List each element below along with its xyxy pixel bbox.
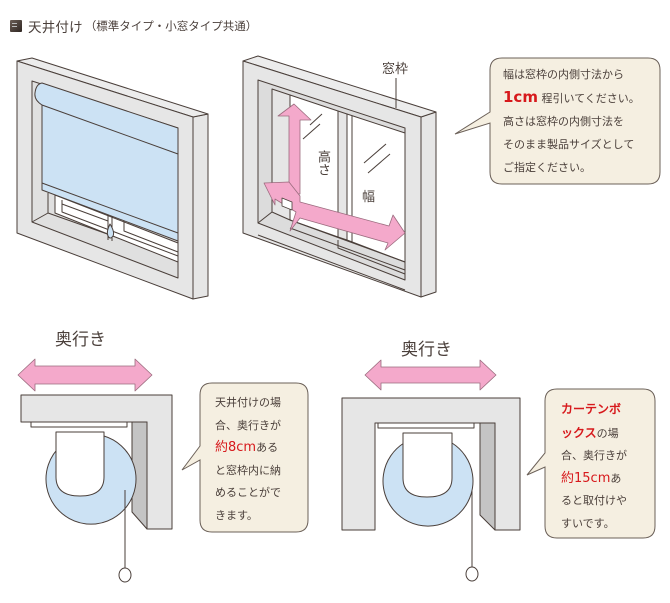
depth-arrow-left xyxy=(17,358,153,392)
top-bubble-line: 幅は窓枠の内側寸法から xyxy=(503,63,640,86)
text-segment: 幅は窓枠の内側寸法から xyxy=(503,68,624,81)
highlight-segment: カーテンボ xyxy=(561,402,622,416)
window-frame-measure-diagram xyxy=(242,55,437,298)
text-segment: ある xyxy=(256,441,279,454)
right-bubble-line: ックスの場 xyxy=(561,422,627,446)
left-bubble-text: 天井付けの場合、奥行きが約8cmあると窓枠内に納めることができます。 xyxy=(215,392,281,527)
text-segment: そのまま製品サイズとして xyxy=(503,138,635,151)
heading-title: 天井付け xyxy=(28,20,83,36)
left-bubble-line: 天井付けの場 xyxy=(215,392,281,415)
pull-knob xyxy=(106,223,115,239)
right-bubble-text: カーテンボックスの場合、奥行きが約15cmあると取付けやすいです。 xyxy=(561,398,627,535)
text-segment: あ xyxy=(610,471,622,485)
text-segment: 天井付けの場 xyxy=(215,396,281,409)
top-bubble-line: ご指定ください。 xyxy=(503,156,640,179)
highlight-segment: 約8cm xyxy=(215,440,257,455)
highlight-segment: ックス xyxy=(561,425,597,440)
text-segment: 合、奥行きが xyxy=(215,418,281,432)
left-callout-bubble xyxy=(181,382,309,533)
height-label: 高さ xyxy=(315,150,330,176)
pull-ring-2 xyxy=(465,566,479,582)
right-bubble-line: 約15cmあ xyxy=(561,468,627,491)
bracket-cup-2 xyxy=(402,432,453,498)
depth-arrow-right xyxy=(364,359,497,391)
right-bubble-line: カーテンボ xyxy=(561,398,627,422)
left-bubble-line: めることがで xyxy=(215,482,281,505)
mount-bracket-2 xyxy=(377,422,475,429)
right-bubble-line: すいです。 xyxy=(561,513,627,536)
top-bubble-line: そのまま製品サイズとして xyxy=(503,133,640,156)
width-arrow xyxy=(263,181,406,251)
width-label: 幅 xyxy=(362,190,376,205)
top-bubble-line: 高さは窓枠の内側寸法を xyxy=(503,110,640,133)
ceiling-mount-section xyxy=(17,358,173,583)
text-segment: 高さは窓枠の内側寸法を xyxy=(503,115,624,128)
dimension-arrows xyxy=(263,103,406,251)
section-heading: 天井付け （標準タイプ・小窓タイプ共通） xyxy=(10,16,257,36)
text-segment: の場 xyxy=(596,426,619,440)
text-segment: と窓枠内に納 xyxy=(215,463,281,477)
left-bubble-line: きます。 xyxy=(215,505,281,528)
text-segment: すいです。 xyxy=(561,516,615,530)
pull-ring xyxy=(118,567,132,583)
top-bubble-text: 幅は窓枠の内側寸法から 1cm 程引いてください。高さは窓枠の内側寸法をそのまま製… xyxy=(503,63,640,179)
curtain-box-section xyxy=(341,359,521,582)
left-bubble-line: と窓枠内に納 xyxy=(215,460,281,483)
left-bubble-line: 約8cmある xyxy=(215,437,281,460)
depth-label-left: 奥行き xyxy=(55,330,106,350)
text-segment: めることがで xyxy=(215,486,281,499)
curtain-box-inner-face xyxy=(479,422,496,531)
depth-label-right: 奥行き xyxy=(401,340,452,360)
right-callout-bubble xyxy=(526,388,656,539)
heading-subtitle: （標準タイプ・小窓タイプ共通） xyxy=(84,19,258,33)
frame-side-face xyxy=(192,113,209,300)
roller-head xyxy=(34,82,179,155)
right-bubble-line: 合、奥行きが xyxy=(561,445,627,468)
roll-screen-window-diagram xyxy=(16,57,209,300)
text-segment: 合、奥行きが xyxy=(561,449,627,462)
mount-bracket xyxy=(30,421,128,428)
text-segment: 程引いてください。 xyxy=(537,92,640,105)
text-segment: きます。 xyxy=(215,508,258,522)
left-bubble-line: 合、奥行きが xyxy=(215,415,281,438)
frame-label: 窓枠 xyxy=(382,62,409,77)
top-callout-bubble xyxy=(454,57,661,185)
square-bullet-icon xyxy=(10,20,22,32)
bracket-cup xyxy=(55,431,105,497)
right-bubble-line: ると取付けや xyxy=(561,490,627,513)
highlight-segment: 約15cm xyxy=(561,470,611,486)
highlight-segment: 1cm xyxy=(503,88,538,106)
top-bubble-line: 1cm 程引いてください。 xyxy=(503,86,640,110)
text-segment: ご指定ください。 xyxy=(503,161,591,174)
text-segment: ると取付けや xyxy=(561,494,627,507)
